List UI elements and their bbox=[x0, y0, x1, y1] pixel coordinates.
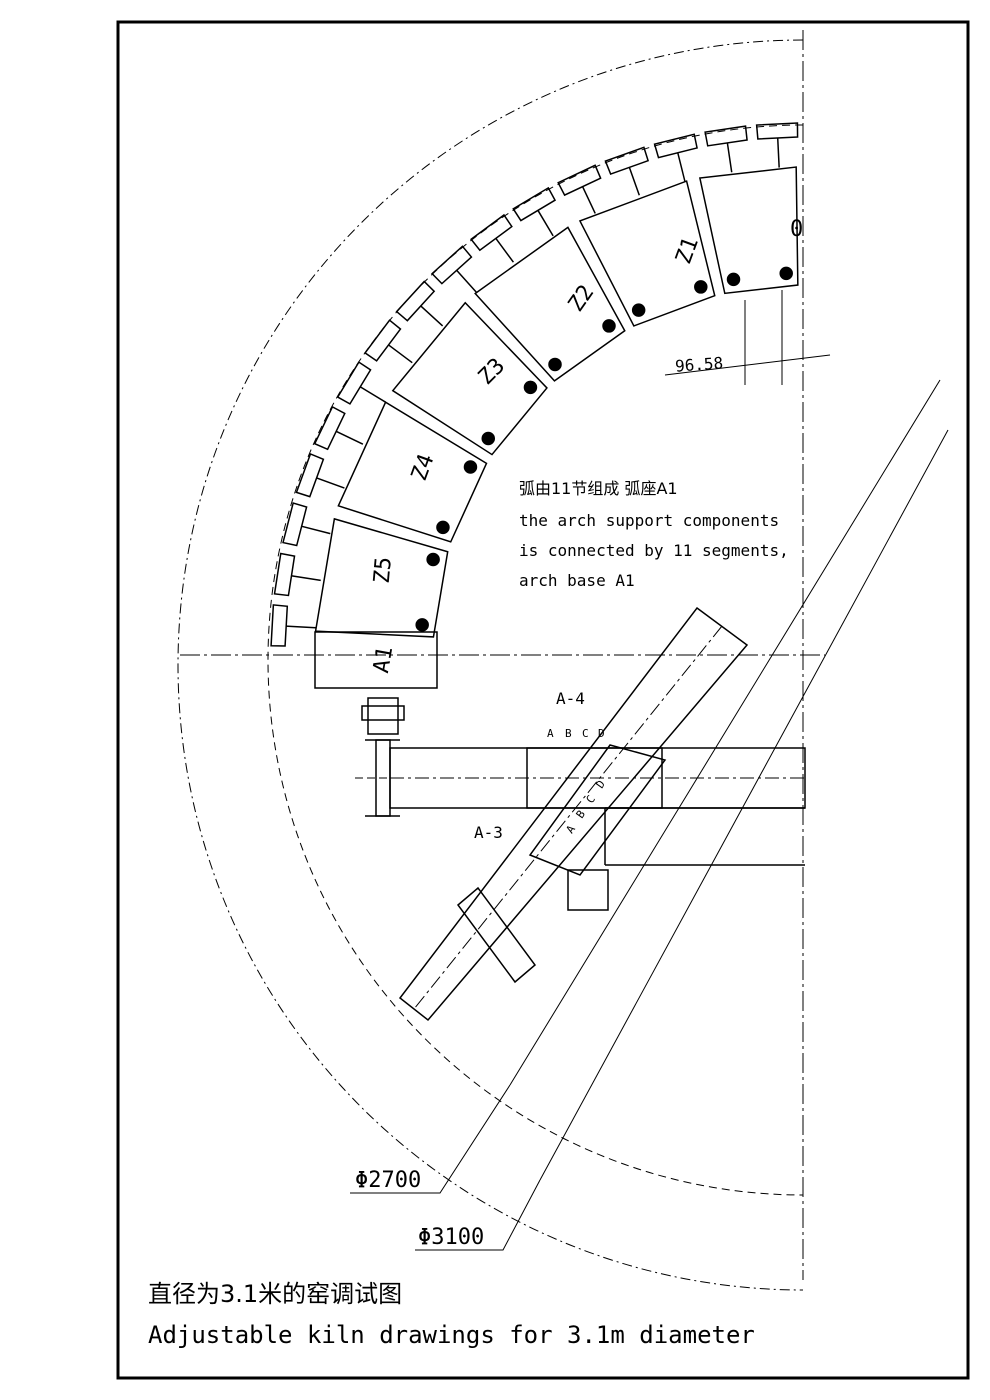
tile-block bbox=[557, 164, 602, 197]
tile-block bbox=[755, 122, 799, 140]
tile-connector bbox=[537, 209, 554, 237]
drawing-frame bbox=[116, 20, 970, 1380]
tile-block bbox=[395, 280, 436, 322]
tile-connector bbox=[301, 525, 331, 535]
bolt-dot bbox=[436, 520, 450, 535]
bolt-dot bbox=[463, 460, 478, 474]
dimension-label: 96.58 bbox=[674, 353, 723, 375]
arch-segment bbox=[698, 166, 799, 295]
tile-connector bbox=[359, 386, 386, 403]
arch-segment bbox=[578, 180, 716, 327]
bolt-dot bbox=[631, 303, 646, 317]
segment-labels: 0 Z1 Z2 Z3 Z4 Z5 A1 bbox=[369, 217, 803, 675]
arch-segment bbox=[391, 301, 548, 456]
segment-label-a1: A1 bbox=[369, 645, 398, 675]
tile-connector bbox=[581, 185, 596, 214]
diagonal-beam bbox=[398, 606, 749, 1022]
section-letter-b: B bbox=[565, 727, 572, 740]
section-letter-c-diag: C bbox=[584, 793, 598, 806]
tile-block bbox=[364, 319, 402, 362]
tile-connector bbox=[776, 137, 780, 168]
tile-connector bbox=[676, 152, 686, 182]
bolt-dot bbox=[779, 266, 793, 281]
tile-block bbox=[270, 604, 289, 647]
circle-phi2700 bbox=[267, 124, 804, 1196]
section-letter-a: A bbox=[547, 727, 554, 740]
tile-connector bbox=[419, 305, 444, 327]
tile-block bbox=[653, 133, 698, 159]
arch-base-a1 bbox=[314, 631, 438, 689]
segment-label-z3: Z3 bbox=[474, 354, 510, 390]
outer-tile-ring bbox=[270, 122, 799, 647]
note-english-line-2: is connected by 11 segments, bbox=[519, 541, 789, 560]
bolt-dot bbox=[602, 319, 616, 333]
bolt-dot bbox=[548, 357, 562, 372]
tile-connector bbox=[335, 430, 364, 445]
section-letter-a-diag: A bbox=[564, 823, 579, 836]
note-chinese: 弧由11节组成 弧座A1 bbox=[519, 479, 678, 498]
segment-label-z5: Z5 bbox=[370, 556, 397, 585]
title-chinese: 直径为3.1米的窑调试图 bbox=[148, 1280, 402, 1308]
diameter-outer-label: Φ3100 bbox=[418, 1225, 484, 1250]
segment-label-0: 0 bbox=[790, 217, 803, 242]
tile-connector bbox=[285, 625, 316, 629]
circle-phi3100 bbox=[177, 39, 804, 1291]
tile-block bbox=[431, 245, 473, 285]
tile-connector bbox=[290, 575, 321, 582]
bolt-dot bbox=[523, 380, 538, 395]
arch-segments bbox=[314, 166, 799, 689]
dimension-96-58: 96.58 bbox=[664, 290, 831, 385]
tile-block bbox=[313, 405, 346, 451]
tile-connector bbox=[387, 344, 413, 364]
diameter-leaders bbox=[350, 379, 949, 1251]
arch-segment bbox=[337, 401, 488, 543]
section-labels: A-4 A-3 A B C D A B C D bbox=[474, 689, 608, 842]
tile-block bbox=[704, 125, 748, 147]
tile-block bbox=[336, 361, 372, 405]
section-letter-b-diag: B bbox=[574, 808, 589, 821]
tile-connector bbox=[628, 166, 641, 196]
arch-segment bbox=[474, 226, 626, 382]
section-label-a4: A-4 bbox=[556, 689, 585, 708]
segment-label-z4: Z4 bbox=[407, 451, 440, 484]
tile-block bbox=[295, 452, 325, 498]
note-english-line-3: arch base A1 bbox=[519, 571, 635, 590]
arch-segment bbox=[314, 517, 449, 638]
section-letter-d-diag: D bbox=[594, 778, 608, 791]
tile-connector bbox=[495, 237, 515, 263]
bolt-dot bbox=[726, 272, 741, 287]
tile-connector bbox=[315, 477, 345, 489]
tile-block bbox=[282, 502, 308, 547]
tile-block bbox=[273, 552, 296, 597]
bolt-dot bbox=[694, 280, 708, 294]
tile-block bbox=[604, 146, 650, 175]
tile-connector bbox=[726, 142, 733, 173]
segment-label-z1: Z1 bbox=[671, 234, 704, 267]
note-english-line-1: the arch support components bbox=[519, 511, 779, 530]
segment-label-z2: Z2 bbox=[564, 281, 600, 317]
bolt-dot bbox=[426, 552, 440, 567]
tile-block bbox=[470, 213, 513, 252]
horizontal-beam bbox=[355, 697, 806, 866]
section-label-a3: A-3 bbox=[474, 823, 503, 842]
section-letter-d: D bbox=[598, 727, 605, 740]
bolt-dot bbox=[415, 618, 429, 632]
bolt-dot bbox=[481, 431, 496, 446]
diameter-inner-label: Φ2700 bbox=[355, 1168, 421, 1193]
tile-block bbox=[512, 186, 557, 222]
tile-connector bbox=[455, 269, 478, 293]
segment-note: 弧由11节组成 弧座A1 the arch support components… bbox=[519, 479, 789, 590]
section-letter-c: C bbox=[582, 727, 589, 740]
title-english: Adjustable kiln drawings for 3.1m diamet… bbox=[148, 1321, 755, 1349]
